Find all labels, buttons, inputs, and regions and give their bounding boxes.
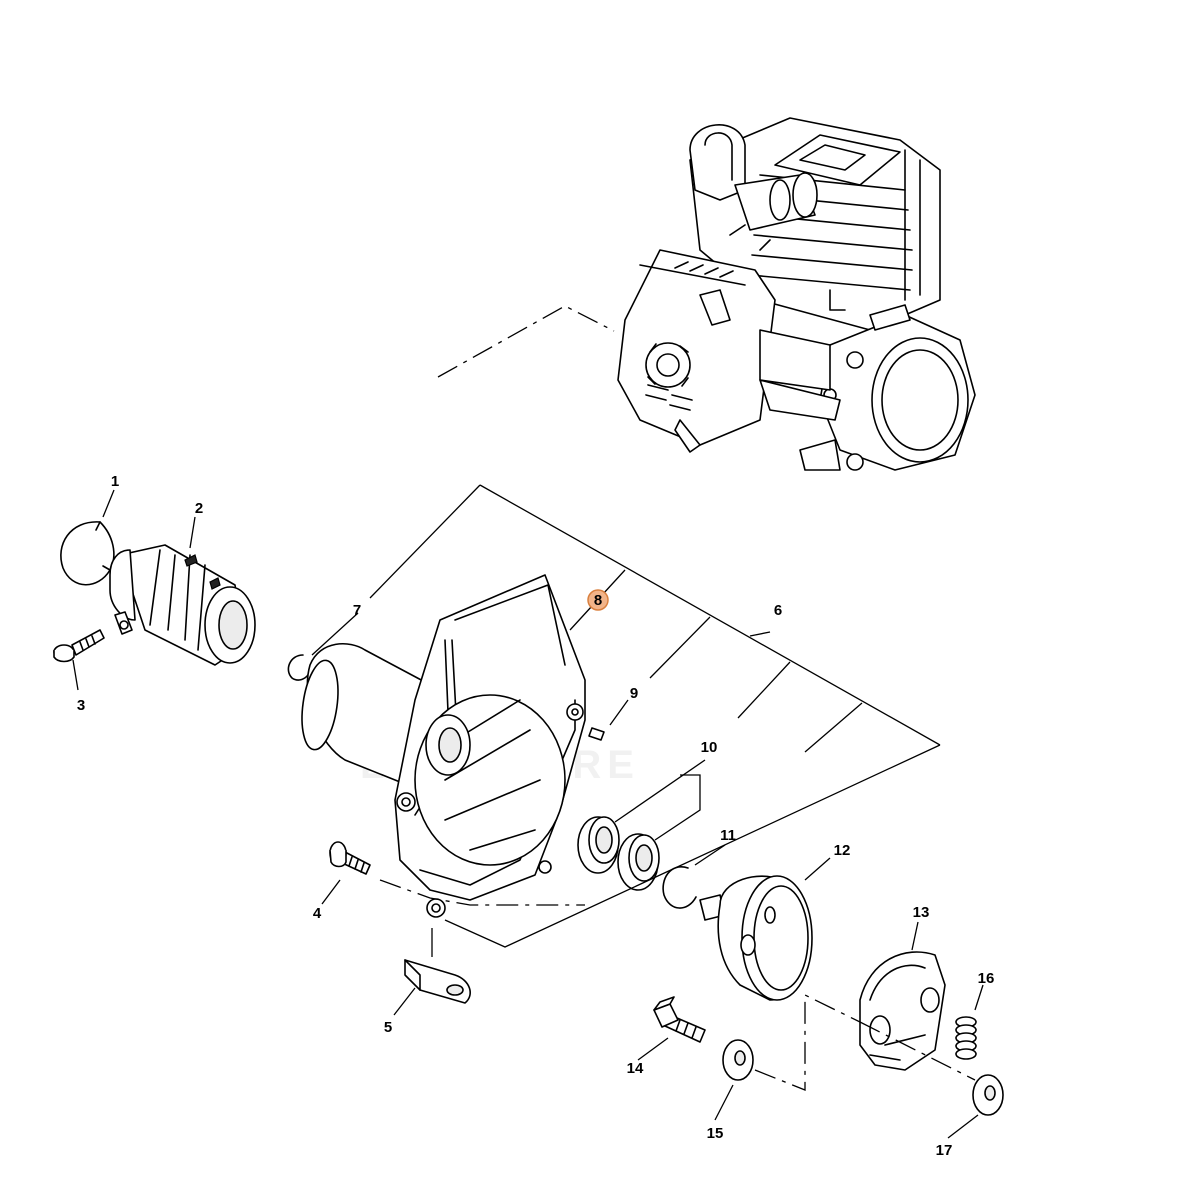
part-9-pin[interactable] xyxy=(588,727,605,741)
callout-4[interactable]: 4 xyxy=(313,905,322,922)
part-3-screw[interactable] xyxy=(53,629,105,663)
callout-9[interactable]: 9 xyxy=(630,685,638,702)
part-13-clutch-shoes[interactable] xyxy=(859,951,946,1071)
callout-2[interactable]: 2 xyxy=(195,500,203,517)
part-10-bearing-a[interactable] xyxy=(577,816,620,874)
engine-assembly[interactable] xyxy=(617,117,976,471)
callout-5[interactable]: 5 xyxy=(384,1019,392,1036)
callout-3[interactable]: 3 xyxy=(77,697,85,714)
callout-6[interactable]: 6 xyxy=(774,602,782,619)
part-10-bearing-b[interactable] xyxy=(617,833,660,891)
part-14-screw[interactable] xyxy=(653,996,706,1043)
callout-16[interactable]: 16 xyxy=(978,970,995,987)
engine-leader-line xyxy=(437,305,615,378)
part-17-washer[interactable] xyxy=(972,1074,1004,1116)
part-4-screw[interactable] xyxy=(329,841,371,875)
fan-housing[interactable] xyxy=(297,574,586,918)
callout-1[interactable]: 1 xyxy=(111,473,119,490)
part-16-spring[interactable] xyxy=(955,1016,977,1060)
callout-13[interactable]: 13 xyxy=(913,904,930,921)
callout-14[interactable]: 14 xyxy=(627,1060,644,1077)
part-5-bracket[interactable] xyxy=(404,959,471,1004)
part-1-circlip[interactable] xyxy=(60,521,115,586)
callout-12[interactable]: 12 xyxy=(834,842,851,859)
part-15-washer[interactable] xyxy=(722,1039,754,1081)
part-2-coupling[interactable] xyxy=(109,544,256,666)
callout-11[interactable]: 11 xyxy=(720,827,736,844)
callout-7[interactable]: 7 xyxy=(353,602,361,619)
part-12-clutch-drum[interactable] xyxy=(699,875,813,1001)
callout-8-highlight[interactable]: 8 xyxy=(587,589,609,611)
part-11-circlip[interactable] xyxy=(662,866,697,909)
highlight-marker xyxy=(587,589,609,611)
callout-15[interactable]: 15 xyxy=(707,1125,724,1142)
callout-labels: 1 2 3 4 5 6 7 8 9 10 11 12 13 14 15 16 1… xyxy=(77,473,995,1159)
callout-10[interactable]: 10 xyxy=(701,739,718,756)
leader-lines xyxy=(72,484,984,1139)
callout-17[interactable]: 17 xyxy=(936,1142,953,1159)
callout-8[interactable]: 8 xyxy=(594,592,602,609)
